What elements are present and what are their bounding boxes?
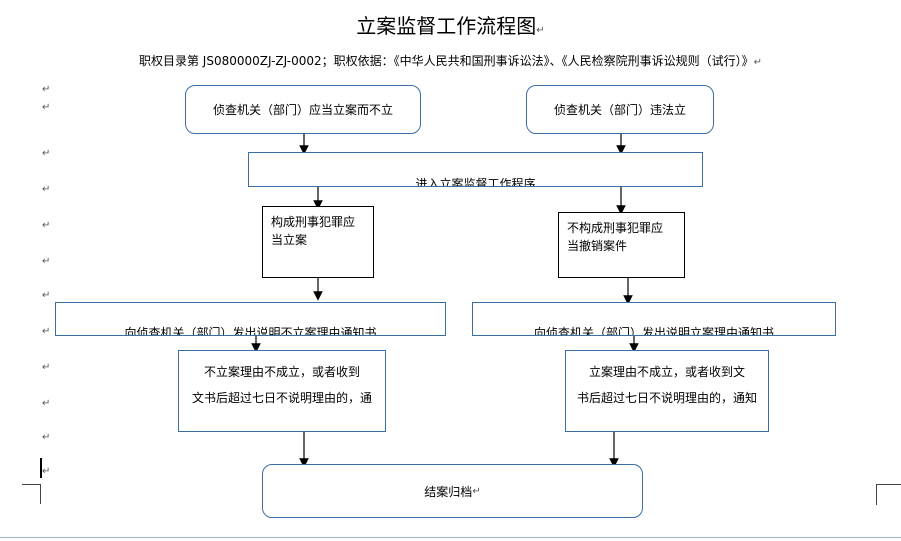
- paragraph-mark: ↵: [42, 184, 51, 195]
- paragraph-mark: ↵: [42, 290, 51, 301]
- paragraph-mark: ↵: [42, 398, 51, 409]
- node-no-crime-should-cancel: 不构成刑事犯罪应 当撤销案件: [558, 212, 685, 278]
- node-start-left: 侦查机关（部门）应当立案而不立: [185, 85, 421, 134]
- paragraph-mark: ↵: [42, 102, 51, 113]
- page-bottom-border: [0, 537, 901, 538]
- page-corner-marker: [22, 484, 41, 504]
- paragraph-mark: ↵: [42, 256, 51, 267]
- paragraph-mark: ↵: [42, 148, 51, 159]
- page-corner-marker: [876, 484, 901, 505]
- paragraph-mark: ↵: [42, 220, 51, 231]
- paragraph-mark: ↵: [42, 362, 51, 373]
- node-close-archive: 结案归档↵: [262, 464, 643, 518]
- paragraph-mark: ↵: [42, 84, 51, 95]
- node-result-left: 不立案理由不成立，或者收到 文书后超过七日不说明理由的，通: [178, 350, 386, 432]
- paragraph-mark: ↵: [42, 466, 51, 477]
- page-title: 立案监督工作流程图↵: [356, 14, 545, 38]
- paragraph-mark: ↵: [42, 326, 51, 337]
- text-cursor: [40, 458, 42, 478]
- node-notice-right: 向侦查机关（部门）发出说明立案理由通知书: [472, 302, 836, 336]
- node-enter-procedure: 进入立案监督工作程序: [248, 152, 703, 187]
- node-start-right: 侦查机关（部门）违法立: [526, 85, 714, 134]
- page-corner-marker: [22, 484, 40, 486]
- authority-subtitle: 职权目录第 JS080000ZJ-ZJ-0002；职权依据：《中华人民共和国刑事…: [138, 54, 763, 68]
- node-notice-left: 向侦查机关（部门）发出说明不立案理由通知书: [55, 302, 446, 336]
- node-crime-should-file: 构成刑事犯罪应 当立案: [262, 206, 374, 278]
- node-result-right: 立案理由不成立，或者收到文 书后超过七日不说明理由的，通知: [565, 350, 769, 432]
- paragraph-mark: ↵: [42, 432, 51, 443]
